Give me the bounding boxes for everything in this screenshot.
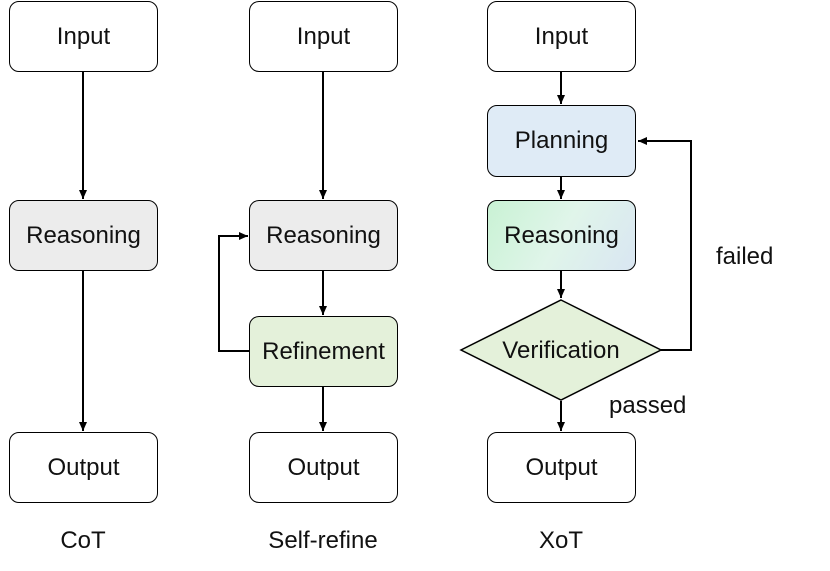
xot-verification-label: Verification (502, 337, 620, 364)
sr-input-label: Input (296, 22, 351, 50)
failed-edge-label: failed (716, 243, 774, 270)
cot-input-box: Input (9, 1, 158, 72)
sr-output-label: Output (287, 453, 360, 481)
cot-output-box: Output (9, 432, 158, 503)
xot-output-label: Output (525, 453, 598, 481)
xot-reasoning-label: Reasoning (504, 221, 619, 249)
verification-diamond (459, 299, 663, 401)
passed-edge-label: passed (609, 392, 687, 419)
xot-input-box: Input (487, 1, 636, 72)
sr-reasoning-label: Reasoning (266, 221, 381, 249)
sr-input-box: Input (249, 1, 398, 72)
xot-planning-box: Planning (487, 105, 636, 177)
xot-caption: XoT (538, 527, 584, 554)
cot-reasoning-box: Reasoning (9, 200, 158, 271)
xot-planning-label: Planning (514, 127, 609, 154)
cot-output-label: Output (47, 453, 120, 481)
cot-reasoning-label: Reasoning (26, 221, 141, 249)
sr-reasoning-box: Reasoning (249, 200, 398, 271)
xot-input-label: Input (534, 22, 589, 50)
xot-failed-loop-arrow (638, 137, 692, 351)
sr-refinement-label: Refinement (262, 337, 385, 365)
sr-refinement-box: Refinement (249, 316, 398, 387)
cot-input-label: Input (56, 22, 111, 50)
cot-caption: CoT (60, 527, 106, 554)
xot-reasoning-box: Reasoning (487, 200, 636, 271)
self-refine-caption: Self-refine (268, 527, 378, 554)
xot-output-box: Output (487, 432, 636, 503)
sr-feedback-arrow (218, 232, 250, 352)
sr-output-box: Output (249, 432, 398, 503)
